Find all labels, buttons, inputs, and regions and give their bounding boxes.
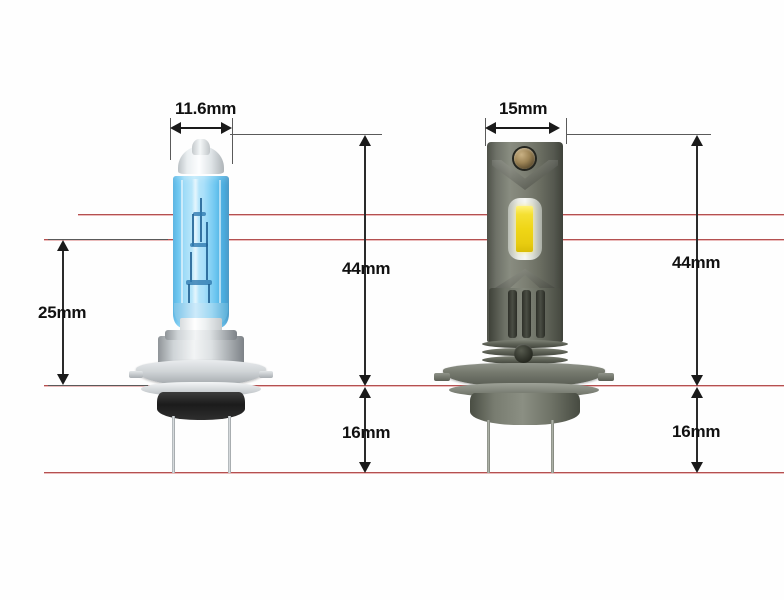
right-44mm-label: 44mm [672,253,721,272]
halogen-filament-post-right [208,284,210,306]
halogen-tip-nub [192,139,210,155]
halogen-width-ext-left [170,118,171,160]
halogen-base-tab-left [129,371,143,378]
right-44mm-arrow-bottom [691,375,703,386]
halogen-base-flange [136,360,266,386]
right-16mm-arrow-top [691,387,703,398]
halogen-25mm-arrow-bottom [57,374,69,385]
center-16mm-dim-shaft [364,393,366,467]
halogen-filament-coil [193,212,206,216]
halogen-filament-coil-lower [190,243,208,247]
halogen-width-ext-right [232,118,233,164]
reference-line-2 [44,239,784,241]
halogen-width-arrow-right [221,122,232,134]
led-base-tab-left [434,373,450,381]
led-pin-right [551,420,554,473]
center-44mm-dim-shaft [364,141,366,379]
halogen-base-black-collar [157,392,245,420]
right-44mm-dim-shaft [696,141,698,379]
halogen-width-label: 11.6mm [175,99,237,118]
reference-line-3 [44,385,784,387]
led-fin-3 [536,290,545,338]
led-top-screw [514,148,535,169]
halogen-pin-right [228,416,231,473]
led-pin-left [487,420,490,473]
halogen-25mm-ext-top [48,239,168,240]
halogen-base-tab-right [259,371,273,378]
led-fin-2 [522,290,531,338]
halogen-glass-highlight-left [181,180,183,320]
led-lower-screw [514,344,533,363]
led-cob-chip [516,206,533,252]
right-16mm-label: 16mm [672,422,721,441]
right-16mm-arrow-bottom [691,462,703,473]
led-base-tab-right [598,373,614,381]
led-width-arrow-left [485,122,496,134]
right-16mm-dim-shaft [696,393,698,467]
led-base-skirt [470,393,580,425]
right-44mm-arrow-top [691,135,703,146]
led-width-label: 15mm [499,99,548,118]
led-width-ext-right [566,118,567,144]
halogen-width-dim-shaft [174,127,228,129]
halogen-glass-highlight-right [219,180,221,320]
center-44mm-arrow-bottom [359,375,371,386]
led-fin-1 [508,290,517,338]
reference-line-1 [78,214,784,216]
led-width-dim-shaft [489,127,555,129]
halogen-25mm-dim-shaft [62,246,64,378]
halogen-base-collar-top [165,330,237,340]
halogen-25mm-arrow-top [57,240,69,251]
halogen-filament-base-bar [186,280,212,285]
halogen-filament-support [190,252,192,282]
halogen-filament-bridge [192,214,194,246]
center-44mm-label: 44mm [342,259,391,278]
center-44mm-arrow-top [359,135,371,146]
center-16mm-arrow-top [359,387,371,398]
halogen-25mm-ext-bottom [48,385,148,386]
halogen-filament-post-left [188,284,190,306]
right-44mm-ext-top [566,134,711,135]
halogen-pin-left [172,416,175,473]
center-16mm-label: 16mm [342,423,391,442]
led-width-arrow-right [549,122,560,134]
halogen-25mm-label: 25mm [38,303,87,322]
halogen-filament-lead-lower [206,222,208,280]
center-16mm-arrow-bottom [359,462,371,473]
reference-line-4 [44,472,784,474]
halogen-filament-lead-upper [200,198,202,242]
center-44mm-ext-top [230,134,382,135]
halogen-width-arrow-left [170,122,181,134]
